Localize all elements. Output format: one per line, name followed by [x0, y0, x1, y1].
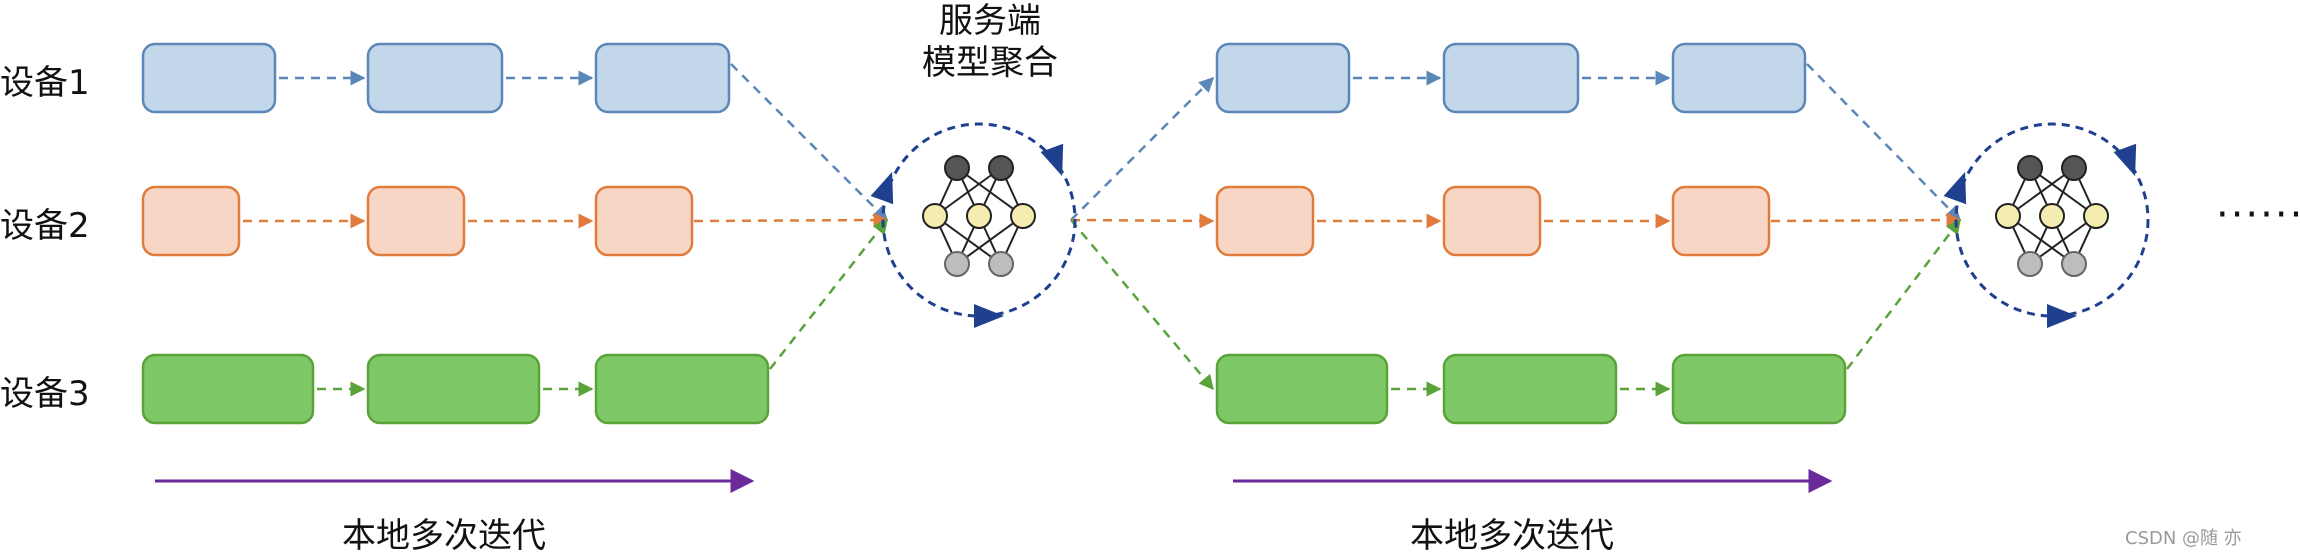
- server-1-nn-node-bottom-2: [988, 251, 1014, 277]
- server-1-nn-edge: [956, 215, 1024, 265]
- device-3-round-1-step-2: [366, 353, 541, 425]
- device-3-round-2-step-2: [1442, 353, 1618, 425]
- device-1-round-2-step-2: [1442, 42, 1580, 114]
- device-1-round-2-step-1: [1215, 42, 1351, 114]
- device-3-upload-2: [1846, 218, 1961, 370]
- device-1-round-2-step-3: [1671, 42, 1807, 114]
- server-1-nn-node-top-2: [988, 155, 1014, 181]
- server-1-cycle-arrow-3: [974, 304, 1004, 328]
- device-1-round-1-step-1: [141, 42, 277, 114]
- device-1-upload-1: [730, 63, 889, 222]
- server-1-nn-node-bottom-1: [944, 251, 970, 277]
- device-2-upload-2: [1770, 212, 1962, 228]
- server-2-nn-node-bottom-1: [2017, 251, 2043, 277]
- server-2-cycle-arrow-3: [2047, 304, 2077, 328]
- device-3-round-2-step-3: [1671, 353, 1847, 425]
- device-2-round-1-step-3: [594, 185, 694, 257]
- server-2-nn-node-top-1: [2017, 155, 2043, 181]
- device-2-upload-1: [693, 212, 889, 228]
- device-3-download: [1070, 219, 1214, 391]
- device-2-round-2-step-2: [1442, 185, 1542, 257]
- device-2-round-2-step-3: [1671, 185, 1771, 257]
- server-2-nn-edge: [2007, 167, 2075, 217]
- server-label-line1: 服务端: [939, 1, 1041, 41]
- iteration-label-2: 本地多次迭代: [1410, 516, 1614, 556]
- server-1-nn-node-top-1: [944, 155, 970, 181]
- server-1-nn-edge: [934, 167, 1002, 217]
- device-2-round-1-step-2: [366, 185, 466, 257]
- continuation-ellipsis: ·······: [2216, 192, 2300, 238]
- device-2-download: [1070, 213, 1215, 229]
- device-3-round-1-step-3: [594, 353, 770, 425]
- server-2-nn-node-mid-3: [2083, 203, 2109, 229]
- server-2-nn-node-top-2: [2061, 155, 2087, 181]
- server-1-nn-node-mid-2: [966, 203, 992, 229]
- server-1-nn-node-mid-1: [922, 203, 948, 229]
- device-3-upload-1: [769, 218, 888, 370]
- server-label-line2: 模型聚合: [922, 43, 1058, 83]
- iteration-label-1: 本地多次迭代: [342, 516, 546, 556]
- device-2-round-1-step-1: [141, 185, 241, 257]
- server-2-nn-node-mid-1: [1995, 203, 2021, 229]
- server-1-cycle-arrow-1: [870, 171, 894, 205]
- device-1-upload-2: [1806, 63, 1962, 222]
- csdn-watermark: CSDN @随 亦: [2125, 528, 2242, 549]
- device-2-label: 设备2: [0, 206, 90, 246]
- device-2-round-2-step-1: [1215, 185, 1315, 257]
- device-1-round-1-step-2: [366, 42, 504, 114]
- server-2-nn-edge: [2029, 215, 2097, 265]
- device-1-label: 设备1: [0, 63, 90, 103]
- device-1-download: [1070, 76, 1215, 221]
- server-1-cycle-ring: [881, 122, 1077, 318]
- server-2-nn-node-bottom-2: [2061, 251, 2087, 277]
- device-3-label: 设备3: [0, 374, 90, 414]
- device-3-round-1-step-1: [141, 353, 315, 425]
- server-1-cycle-arrow-2: [1040, 143, 1064, 177]
- server-1-nn-node-mid-3: [1010, 203, 1036, 229]
- device-1-round-1-step-3: [594, 42, 731, 114]
- server-2-cycle-arrow-1: [1943, 171, 1967, 205]
- server-2-cycle-ring: [1954, 122, 2150, 318]
- server-2-nn-node-mid-2: [2039, 203, 2065, 229]
- device-3-round-2-step-1: [1215, 353, 1389, 425]
- server-label: 服务端 模型聚合: [870, 0, 1110, 84]
- server-2-cycle-arrow-2: [2113, 143, 2137, 177]
